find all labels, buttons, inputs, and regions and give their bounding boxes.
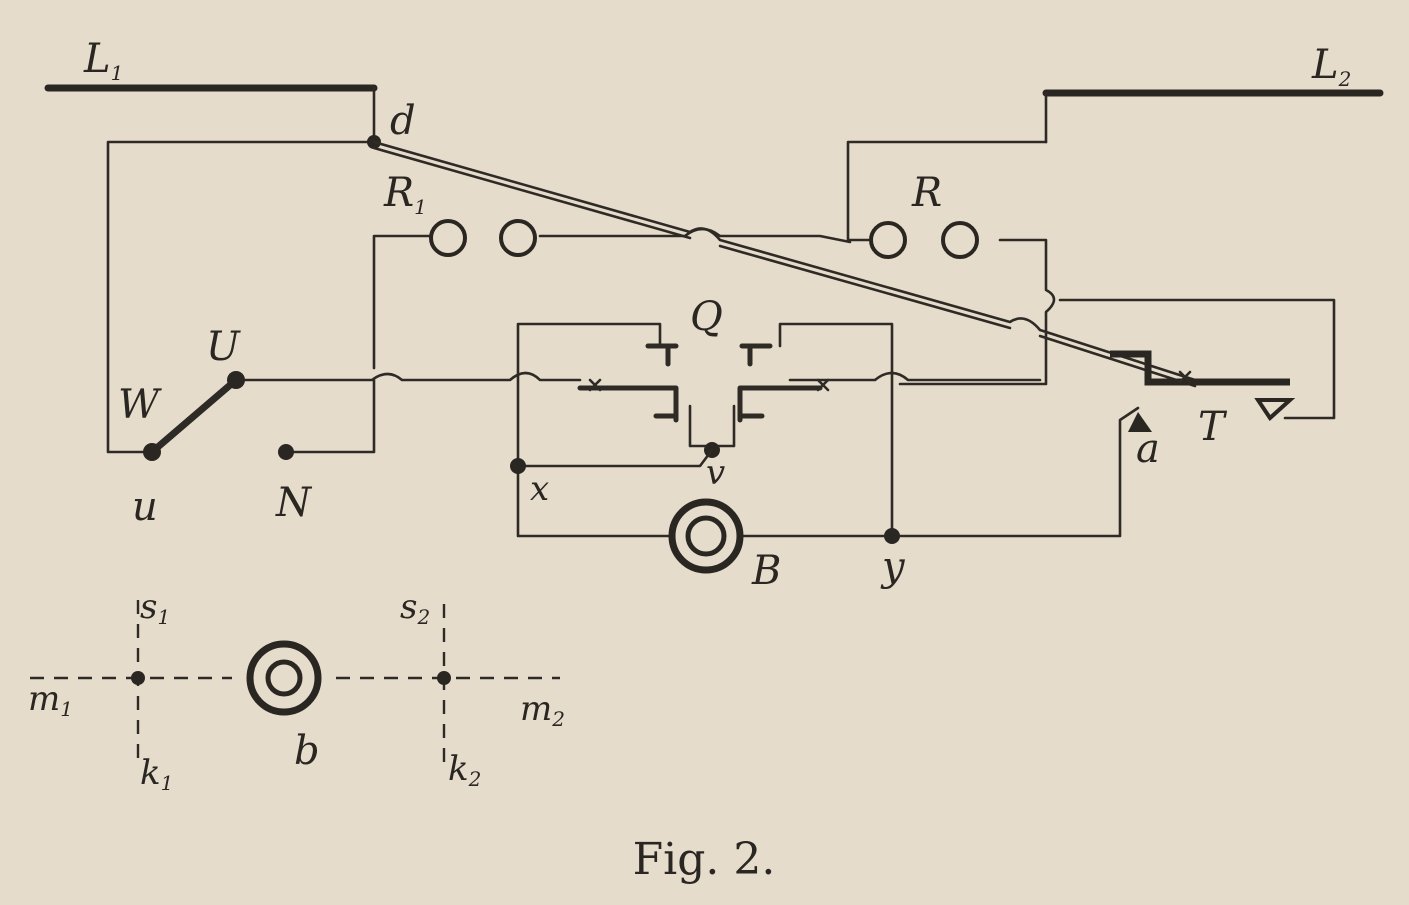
label-a: a xyxy=(1136,426,1160,472)
label-s1: s1 xyxy=(140,587,170,629)
label-x: x xyxy=(530,469,549,509)
label-y: y xyxy=(880,544,906,590)
wire-battery-loop xyxy=(516,406,1140,538)
label-W: W xyxy=(118,382,162,428)
relay-R-coil-a xyxy=(869,221,907,259)
label-B: B xyxy=(751,548,781,594)
wire-R1-branch xyxy=(372,227,852,370)
figure-caption: Fig. 2. xyxy=(633,834,776,885)
label-d: d xyxy=(390,98,416,144)
relay-R1-coil-a xyxy=(429,219,467,257)
node-u xyxy=(143,443,161,461)
label-Q: Q xyxy=(690,294,723,340)
wire-right-loop xyxy=(1058,298,1336,420)
contact-assembly-Q xyxy=(516,322,894,538)
label-s2: s2 xyxy=(400,587,430,629)
label-k2: k2 xyxy=(448,749,481,791)
label-L1: L1 xyxy=(83,36,123,85)
label-L2: L2 xyxy=(1311,42,1351,91)
label-N: N xyxy=(275,480,313,526)
label-U: U xyxy=(206,324,241,370)
node-U xyxy=(227,371,245,389)
node-x xyxy=(510,458,526,474)
node-y xyxy=(884,528,900,544)
relay-R1-coil-b xyxy=(499,219,537,257)
key-T xyxy=(1110,350,1296,432)
relay-R-coil-b xyxy=(941,221,979,259)
label-v: v xyxy=(706,453,725,493)
label-R: R xyxy=(911,170,942,216)
node-N xyxy=(278,444,294,460)
label-u: u xyxy=(132,484,158,530)
label-m1: m1 xyxy=(28,679,73,721)
label-k1: k1 xyxy=(140,753,173,795)
symbol-legend xyxy=(30,600,560,764)
switch-W-lever xyxy=(148,376,240,456)
wire-d-to-switch xyxy=(106,140,376,454)
label-R1: R1 xyxy=(383,170,427,219)
symbol-b-outer xyxy=(246,640,322,716)
wire-R-branch xyxy=(846,140,1056,386)
label-b: b xyxy=(294,728,320,774)
label-T: T xyxy=(1198,404,1228,450)
battery-B xyxy=(668,498,744,574)
label-m2: m2 xyxy=(520,689,565,731)
wire-main-horizontal xyxy=(234,371,582,382)
symbol-b-inner xyxy=(265,659,303,697)
